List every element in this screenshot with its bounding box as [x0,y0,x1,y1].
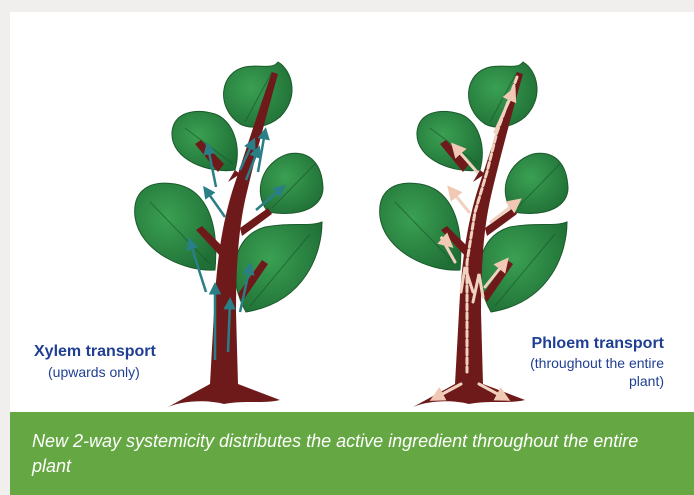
phloem-title: Phloem transport [532,334,664,353]
caption-text: New 2-way systemicity distributes the ac… [32,429,672,479]
leaf-right-mid [260,153,323,213]
caption-banner: New 2-way systemicity distributes the ac… [10,412,694,495]
xylem-plant [135,62,323,407]
phloem-subtitle: (throughout the entire plant) [514,354,664,390]
leaf-upper-left [417,111,482,170]
xylem-subtitle: (upwards only) [48,363,140,381]
xylem-title: Xylem transport [34,342,156,361]
illustration-card: Xylem transport (upwards only) Phloem tr… [10,12,694,412]
leaf-upper-left [172,111,237,170]
